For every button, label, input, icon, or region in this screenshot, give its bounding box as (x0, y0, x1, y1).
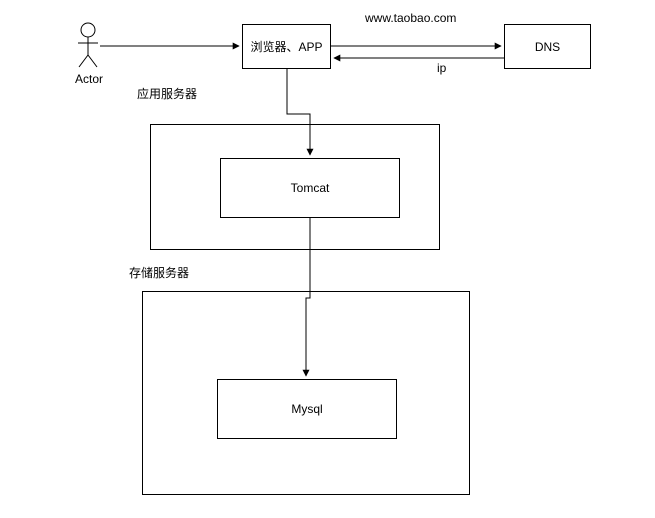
edge-label-domain: www.taobao.com (365, 11, 457, 25)
browser-app-node: 浏览器、APP (242, 24, 331, 69)
app-server-label: 应用服务器 (137, 87, 198, 101)
app-server-group (150, 124, 440, 250)
tomcat-node: Tomcat (220, 158, 400, 218)
storage-server-group (142, 291, 470, 495)
actor-figure-icon (78, 22, 98, 68)
dns-node: DNS (504, 24, 591, 69)
mysql-node: Mysql (217, 379, 397, 439)
edge-tomcat-to-mysql (302, 218, 311, 377)
actor-label: Actor (75, 72, 104, 86)
edge-browser-to-tomcat (286, 69, 314, 156)
storage-server-label: 存储服务器 (129, 266, 190, 280)
edge-label-ip: ip (437, 61, 447, 75)
